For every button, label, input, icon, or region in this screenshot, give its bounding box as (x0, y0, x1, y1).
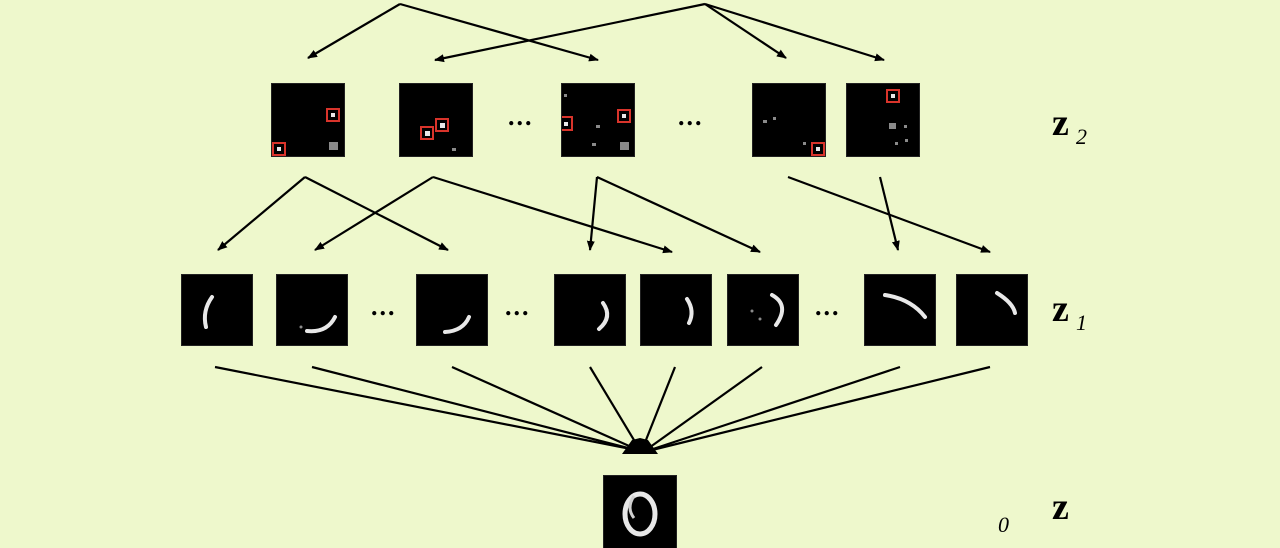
z2-ellipsis-1: ... (508, 102, 534, 131)
z1-tile-3 (417, 275, 487, 345)
z1-ellipsis-1: ... (371, 292, 397, 321)
z1-tile-8 (957, 275, 1027, 345)
z2-tile-1 (272, 84, 344, 156)
z2-tile-3 (562, 84, 634, 156)
arrows-to-z2 (307, 2, 885, 63)
z2-tile-2 (400, 84, 472, 156)
z1-tile-5 (641, 275, 711, 345)
z1-ellipsis-3: ... (815, 292, 841, 321)
z1-tile-4 (555, 275, 625, 345)
z2-tile-5 (847, 84, 919, 156)
z1-subscript: 1 (1076, 310, 1087, 335)
z1-ellipsis-2: ... (505, 292, 531, 321)
z2-subscript: 2 (1076, 124, 1087, 149)
z2-ellipsis-2: ... (678, 102, 704, 131)
z1-tile-6 (728, 275, 798, 345)
z0-subscript: 0 (998, 512, 1009, 537)
z1-tile-1 (182, 275, 252, 345)
merge-arrowhead (622, 438, 658, 454)
z0-output-tile (604, 476, 676, 548)
arrows-z2-to-z1 (217, 175, 991, 254)
lines-z1-to-z0 (214, 365, 991, 452)
z2-tile-4 (753, 84, 825, 156)
z2-label: z (1052, 102, 1069, 144)
z1-tile-2 (277, 275, 347, 345)
z1-tile-7 (865, 275, 935, 345)
z0-label: z (1052, 486, 1069, 528)
z1-label: z (1052, 288, 1069, 330)
